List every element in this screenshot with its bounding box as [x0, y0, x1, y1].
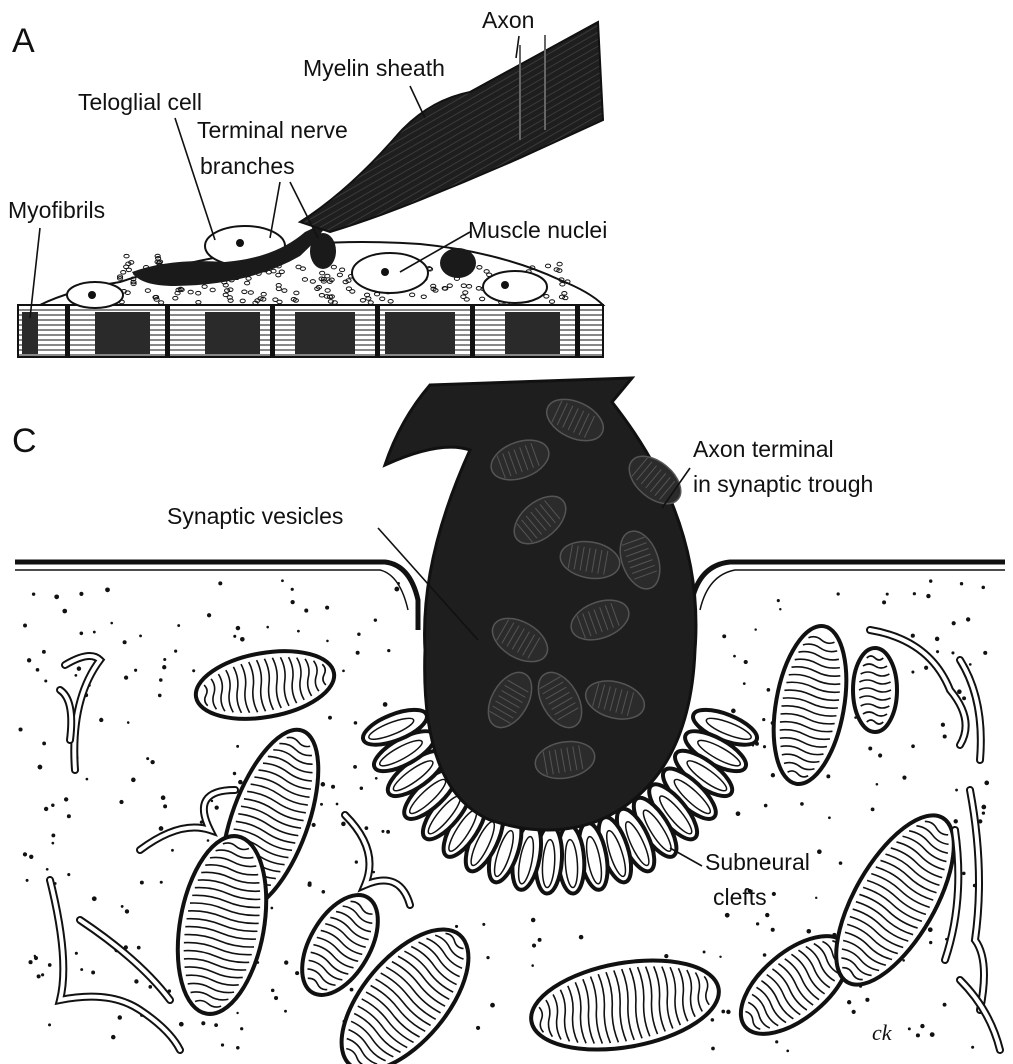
nerve-bouton-2	[440, 248, 476, 278]
artist-signature: ck	[872, 1020, 893, 1045]
label-subneural-line1: Subneural	[705, 849, 810, 875]
label-axon-terminal-line2: in synaptic trough	[693, 471, 873, 497]
label-synaptic-vesicles: Synaptic vesicles	[167, 503, 343, 529]
panel-c-letter: C	[12, 422, 37, 460]
label-subneural-line2: clefts	[713, 884, 767, 910]
myofibrils-band	[18, 305, 603, 357]
muscle-nucleus-2	[352, 253, 428, 293]
label-teloglial-cell: Teloglial cell	[78, 89, 202, 115]
leader-myelin	[410, 86, 425, 118]
panel-c: C Axon terminal in synaptic trough Synap…	[12, 378, 1005, 1064]
label-myelin-sheath: Myelin sheath	[303, 55, 445, 81]
leader-terminal-2	[290, 182, 318, 238]
nerve-bouton-1	[310, 233, 336, 269]
panel-a-letter: A	[12, 22, 35, 60]
panel-a: A Axon Myelin sheath Teloglial cell	[8, 7, 607, 357]
teloglial-nucleus	[236, 239, 244, 247]
muscle-nucleus-3	[483, 271, 547, 303]
label-axon-terminal-line1: Axon terminal	[693, 436, 834, 462]
label-axon: Axon	[482, 7, 534, 33]
leader-terminal-1	[270, 182, 280, 238]
label-terminal-nerve-line2: branches	[200, 153, 295, 179]
leader-axon	[516, 36, 519, 58]
label-myofibrils: Myofibrils	[8, 197, 105, 223]
label-terminal-nerve-line1: Terminal nerve	[197, 117, 348, 143]
label-muscle-nuclei: Muscle nuclei	[468, 217, 607, 243]
